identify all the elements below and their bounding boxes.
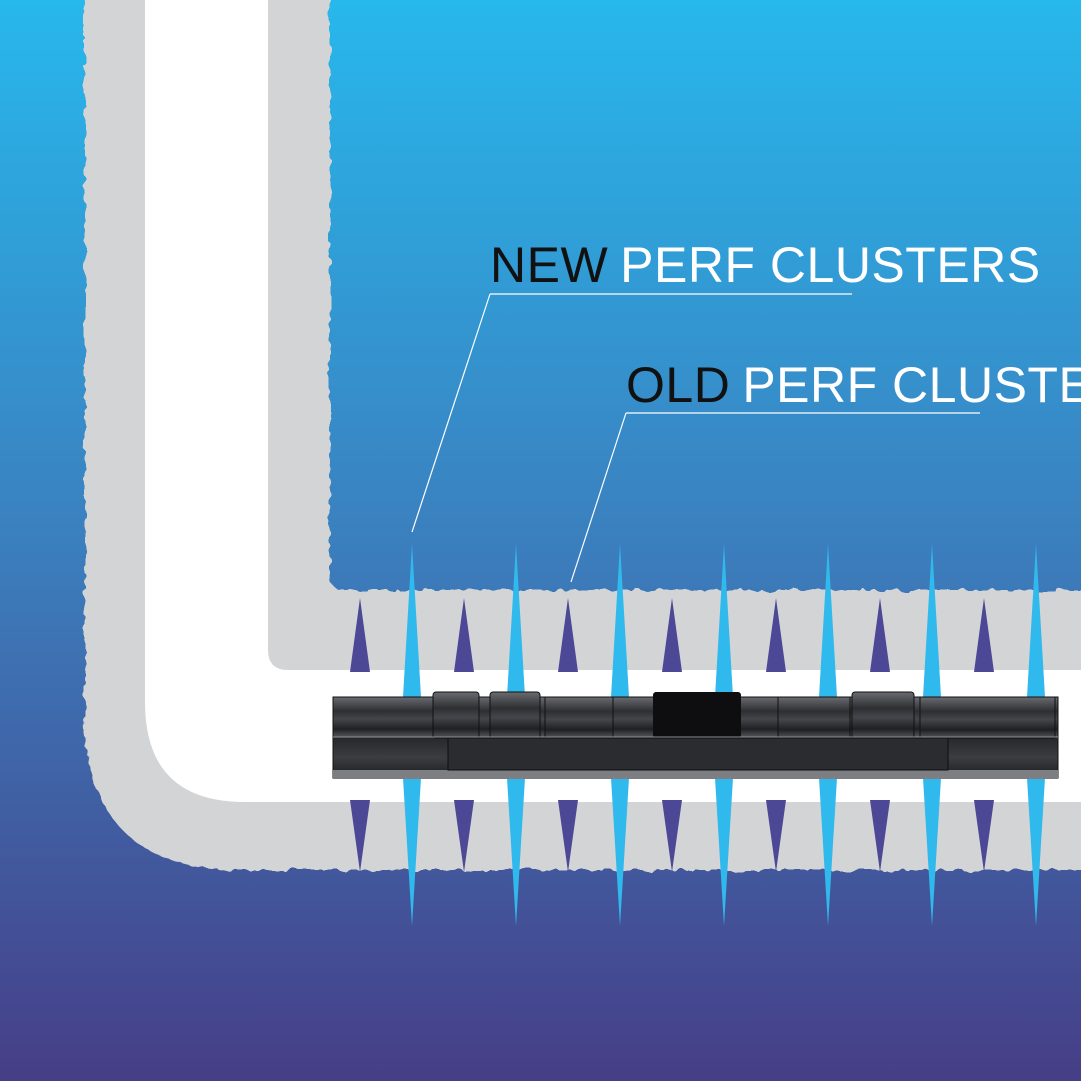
old-perf-spike-down	[454, 800, 474, 872]
old-label-suffix: PERF CLUSTERS	[742, 357, 1081, 413]
new-perf-spike-up	[819, 544, 837, 697]
new-perf-clusters	[403, 544, 1045, 926]
old-perf-spike-up	[454, 598, 474, 672]
new-label-suffix: PERF CLUSTERS	[620, 237, 1040, 293]
old-perf-clusters	[350, 598, 994, 872]
new-perf-spike-up	[403, 544, 421, 697]
new-perf-spike-down	[1027, 778, 1045, 926]
old-perf-spike-down	[870, 800, 890, 872]
old-perf-spike-up	[870, 598, 890, 672]
old-perf-spike-up	[350, 598, 370, 672]
old-perf-spike-down	[350, 800, 370, 872]
new-perf-spike-down	[715, 778, 733, 926]
old-perf-spike-up	[662, 598, 682, 672]
tool-sleeve-3	[544, 696, 614, 739]
old-label-prefix: OLD	[626, 357, 730, 413]
new-perf-spike-down	[923, 778, 941, 926]
label-callouts	[411, 293, 980, 583]
tool-sleeve-5	[851, 691, 915, 739]
tool-base-strip	[333, 770, 1058, 779]
new-perf-spike-down	[507, 778, 525, 926]
new-perf-spike-up	[507, 544, 525, 697]
new-perf-spike-down	[819, 778, 837, 926]
new-perf-spike-down	[403, 778, 421, 926]
tool-sleeve-4	[777, 696, 851, 739]
old-perf-spike-up	[766, 598, 786, 672]
old-perf-spike-down	[974, 800, 994, 872]
old-callout-leader	[570, 412, 627, 583]
tool-mandrel	[447, 737, 949, 771]
tool-packer-element	[653, 692, 741, 738]
tool-sleeve-1	[432, 691, 480, 739]
old-perf-spike-down	[662, 800, 682, 872]
old-perf-spike-up	[974, 598, 994, 672]
old-perf-spike-down	[766, 800, 786, 872]
old-perf-spike-down	[558, 800, 578, 872]
new-callout-leader	[411, 293, 491, 533]
new-perf-spike-down	[611, 778, 629, 926]
tool-sleeve-6	[919, 696, 1056, 739]
perforating-tool	[332, 691, 1059, 779]
tool-sleeve-2	[489, 691, 541, 739]
new-perf-spike-up	[1027, 544, 1045, 697]
old-perf-spike-up	[558, 598, 578, 672]
new-perf-spike-up	[923, 544, 941, 697]
new-label-prefix: NEW	[490, 237, 608, 293]
new-perf-spike-up	[611, 544, 629, 697]
new-perf-spike-up	[715, 544, 733, 697]
